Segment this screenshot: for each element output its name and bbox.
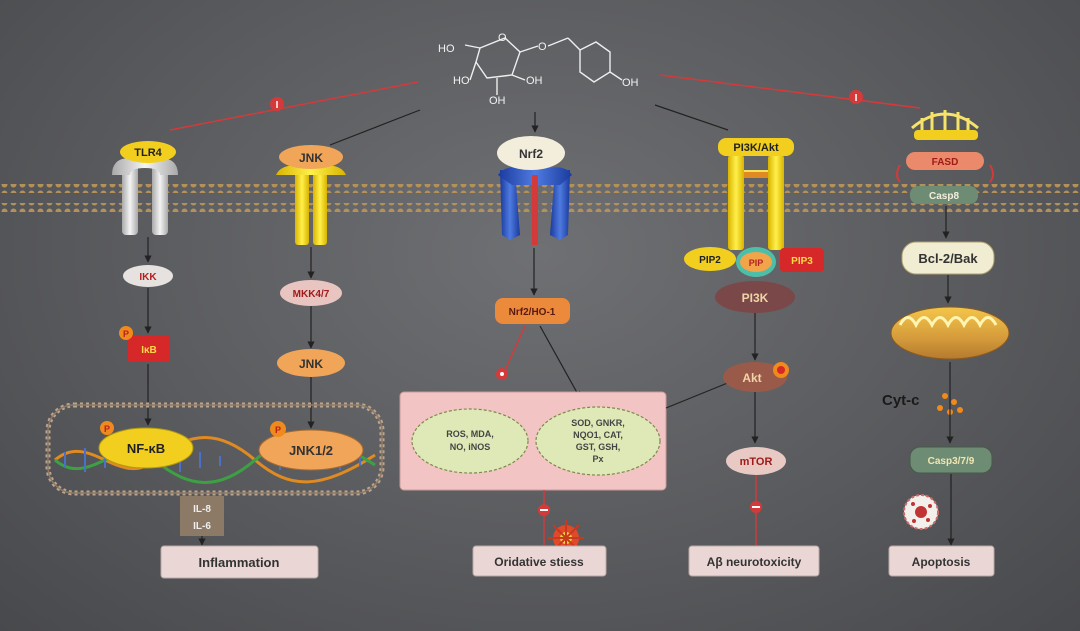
atom-oh-phenol: OH: [622, 77, 639, 89]
p-mark-ikb: P: [123, 329, 129, 339]
pi3k-pathway: PI3K/Akt PIP2 PIP PIP3 PI3K Akt mTOR: [684, 138, 824, 545]
cytokine-box: IL-8 IL-6: [180, 496, 224, 546]
inhibit-symbol-right: I: [849, 90, 863, 104]
pip-mid-label: PIP: [749, 258, 764, 268]
cytokine-il8: IL-8: [193, 504, 211, 515]
atom-o-ring: O: [498, 32, 507, 44]
tlr4-label: TLR4: [134, 147, 162, 159]
atom-ho-left: HO: [453, 75, 470, 87]
svg-text:I: I: [276, 100, 279, 111]
casp-top-label: Casp8: [929, 191, 959, 202]
jnk12-label: JNK1/2: [289, 443, 333, 458]
nrf2-right-oval-line1: SOD, GNKR,: [571, 418, 625, 428]
ikb-label: IκB: [141, 345, 157, 356]
pi3k-label: PI3K: [742, 291, 769, 305]
pi3k-akt-label: PI3K/Akt: [733, 142, 779, 154]
nrf2-left-oval-line2: NO, iNOS: [450, 442, 491, 452]
mtor-label: mTOR: [740, 456, 773, 468]
inhibit-symbol-left: I: [270, 97, 284, 111]
cytc-label: Cyt-c: [882, 392, 920, 409]
p-mark-nfkb: P: [104, 424, 110, 434]
outcome-abeta-neurotoxicity: Aβ neurotoxicity: [707, 555, 802, 569]
molecule-to-receptor-lines: [169, 74, 921, 146]
molecule-atoms: HO HO OH OH OH O O: [438, 32, 639, 107]
jnk-pathway: JNK MKK4/7 JNK: [276, 145, 346, 429]
nrf2-left-oval-line1: ROS, MDA,: [446, 429, 494, 439]
ikk-label: IKK: [139, 272, 157, 283]
outcome-apoptosis: Apoptosis: [912, 555, 971, 569]
molecule-structure: [464, 37, 623, 95]
nrf2-right-oval-line3: GST, GSH,: [576, 442, 621, 452]
nucleus: NF-κB P JNK1/2 P: [45, 402, 385, 496]
atom-oh-right: OH: [526, 75, 543, 87]
cell-membrane: [0, 184, 1080, 212]
atom-ho-top: HO: [438, 43, 455, 55]
p-mark-jnk12: P: [275, 425, 281, 435]
cytokine-il6: IL-6: [193, 521, 211, 532]
mkk-label: MKK4/7: [293, 289, 330, 300]
atom-oh-bottom: OH: [489, 95, 506, 107]
jnk-label: JNK: [299, 357, 323, 371]
nrf2-right-oval-line4: Px: [592, 454, 603, 464]
ros-burst-icon: [548, 520, 584, 556]
apoptotic-cell-icon: [903, 494, 939, 530]
jnk-receptor-label: JNK: [299, 151, 323, 165]
bcl-label: Bcl-2/Bak: [918, 251, 978, 266]
nrf2-ho1-label: Nrf2/HO-1: [509, 307, 556, 318]
nrf2-pathway: Nrf2 Nrf2/HO-1 ROS, MDA, NO, iNOS SOD, G…: [399, 136, 731, 545]
nfkb-label: NF-κB: [127, 441, 165, 456]
atom-o-link: O: [538, 41, 547, 53]
nrf2-right-oval-line2: NQO1, CAT,: [573, 430, 623, 440]
outcome-boxes: Inflammation Oridative stiess Aβ neuroto…: [160, 545, 995, 579]
outcome-oxidative-stress: Oridative stiess: [494, 555, 584, 569]
svg-text:I: I: [855, 93, 858, 104]
outcome-inflammation: Inflammation: [199, 555, 280, 570]
tlr4-pathway: TLR4 IKK IκB P: [112, 141, 178, 426]
casp-bottom-label: Casp3/7/9: [928, 456, 975, 467]
apoptosis-pathway: FASD Casp8 Bcl-2/Bak Cyt-c Casp3/7/9: [882, 110, 1010, 546]
akt-label: Akt: [742, 371, 761, 385]
pip3-label: PIP3: [791, 256, 813, 267]
nrf2-receptor-label: Nrf2: [519, 147, 543, 161]
pip2-label: PIP2: [699, 255, 721, 266]
fasd-label: FASD: [932, 157, 959, 168]
